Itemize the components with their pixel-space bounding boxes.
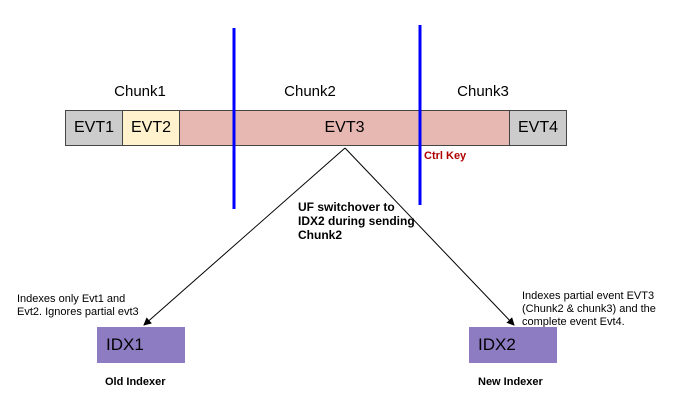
idx1-note-line: Evt2. Ignores partial evt3	[17, 306, 139, 318]
arrow-to-idx2	[344, 147, 515, 326]
chunk3-label: Chunk3	[457, 83, 509, 100]
event-evt2: EVT2	[122, 110, 180, 146]
indexer-idx2: IDX2	[469, 327, 557, 363]
idx2-note: Indexes partial event EVT3 (Chunk2 & chu…	[522, 290, 656, 329]
ctrl-key-label: Ctrl Key	[424, 150, 467, 162]
chunk2-label: Chunk2	[284, 83, 336, 100]
idx2-note-line: (Chunk2 & chunk3) and the	[522, 303, 656, 315]
idx2-note-line: complete event Evt4.	[522, 316, 625, 328]
idx1-note: Indexes only Evt1 and Evt2. Ignores part…	[17, 293, 139, 319]
idx1-note-line: Indexes only Evt1 and	[17, 293, 126, 305]
idx2-label: IDX2	[478, 335, 516, 354]
switchover-note-line: Chunk2	[298, 228, 343, 242]
chunk1-label: Chunk1	[114, 83, 166, 100]
idx1-label: IDX1	[106, 335, 144, 354]
event-evt1: EVT1	[65, 110, 123, 146]
idx2-note-line: Indexes partial event EVT3	[522, 290, 655, 302]
switchover-note-line: UF switchover to	[298, 200, 395, 214]
idx1-caption: Old Indexer	[105, 376, 166, 388]
idx2-caption: New Indexer	[478, 376, 543, 388]
event-evt4: EVT4	[509, 110, 567, 146]
indexer-idx1: IDX1	[97, 327, 185, 363]
arrow-to-idx1	[143, 147, 346, 326]
switchover-note: UF switchover to IDX2 during sending Chu…	[298, 200, 415, 242]
switchover-note-line: IDX2 during sending	[298, 214, 415, 228]
